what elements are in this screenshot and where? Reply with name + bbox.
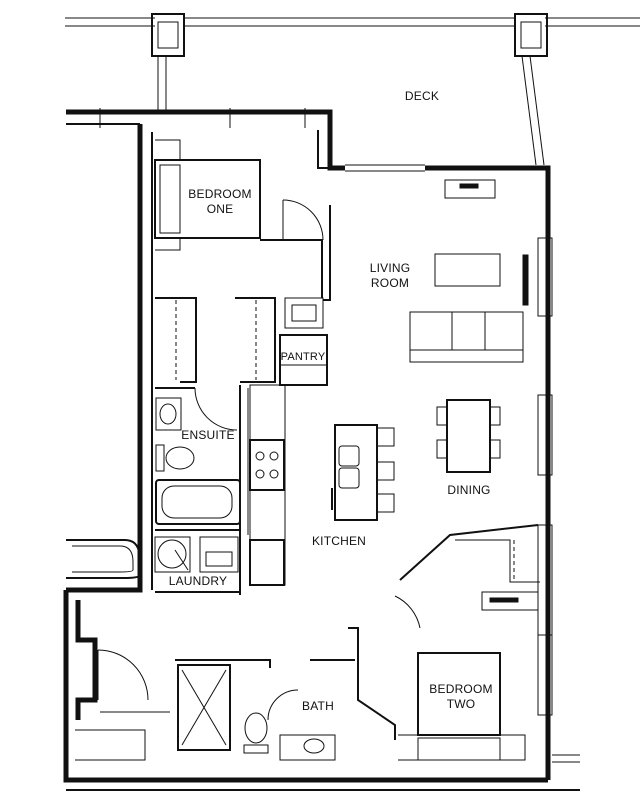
console-table [444, 179, 496, 199]
stove [249, 439, 285, 491]
deck-post-right [514, 13, 548, 57]
living-room-furniture [409, 179, 529, 363]
dryer [199, 536, 239, 573]
label-ensuite: ENSUITE [181, 428, 234, 442]
ensuite-door [194, 387, 238, 431]
dining-table [446, 399, 491, 473]
sink-bowl-2 [338, 467, 360, 489]
label-bedroom-two-2: TWO [447, 697, 476, 711]
dresser [481, 591, 539, 611]
bath-toilet-bowl [244, 712, 268, 744]
coffee-table [434, 253, 501, 287]
ensuite-toilet-tank [155, 444, 165, 472]
laundry [154, 529, 240, 593]
shower [177, 664, 231, 751]
sink-bowl-1 [338, 445, 360, 467]
label-dining: DINING [447, 483, 490, 497]
label-deck: DECK [405, 89, 439, 103]
stool-3 [376, 493, 395, 513]
bath-door [267, 689, 299, 721]
bath-vanity [279, 734, 336, 761]
label-bedroom-one-1: BEDROOM [188, 187, 251, 201]
pantry [279, 334, 328, 386]
exterior-walls [63, 108, 580, 791]
ensuite-toilet-bowl [165, 446, 195, 470]
label-bedroom-two-1: BEDROOM [429, 682, 492, 696]
deck-post-left [151, 13, 185, 57]
shelf-unit [284, 297, 324, 329]
closet [155, 297, 324, 383]
deck-area [65, 17, 640, 166]
label-bath: BATH [302, 699, 334, 713]
ensuite-sink [155, 397, 182, 431]
label-living-2: ROOM [371, 276, 409, 290]
kitchen-counter [247, 384, 286, 586]
stool-2 [376, 461, 395, 481]
stool-1 [376, 427, 395, 447]
bath [175, 659, 355, 761]
bedroom-one-bed [154, 159, 261, 239]
label-laundry: LAUNDRY [169, 574, 228, 588]
label-pantry: PANTRY [281, 351, 326, 363]
washer [154, 536, 191, 573]
bedroom-two [348, 524, 540, 761]
label-bedroom-one-2: ONE [207, 202, 234, 216]
bedroom-one [154, 130, 333, 301]
neighbour-tub [66, 539, 141, 579]
tv [522, 254, 529, 306]
kitchen-island [331, 424, 395, 521]
sofa [409, 311, 524, 363]
bedroom-one-door [282, 199, 324, 241]
label-living-1: LIVING [370, 261, 411, 275]
fridge [249, 539, 285, 586]
ensuite-tub [155, 479, 241, 525]
bedroom-two-door [394, 595, 421, 629]
entry-door [75, 649, 170, 761]
ensuite [155, 385, 241, 595]
bath-toilet-tank [243, 744, 269, 754]
label-kitchen: KITCHEN [312, 534, 366, 548]
dining-table-group [436, 399, 501, 473]
